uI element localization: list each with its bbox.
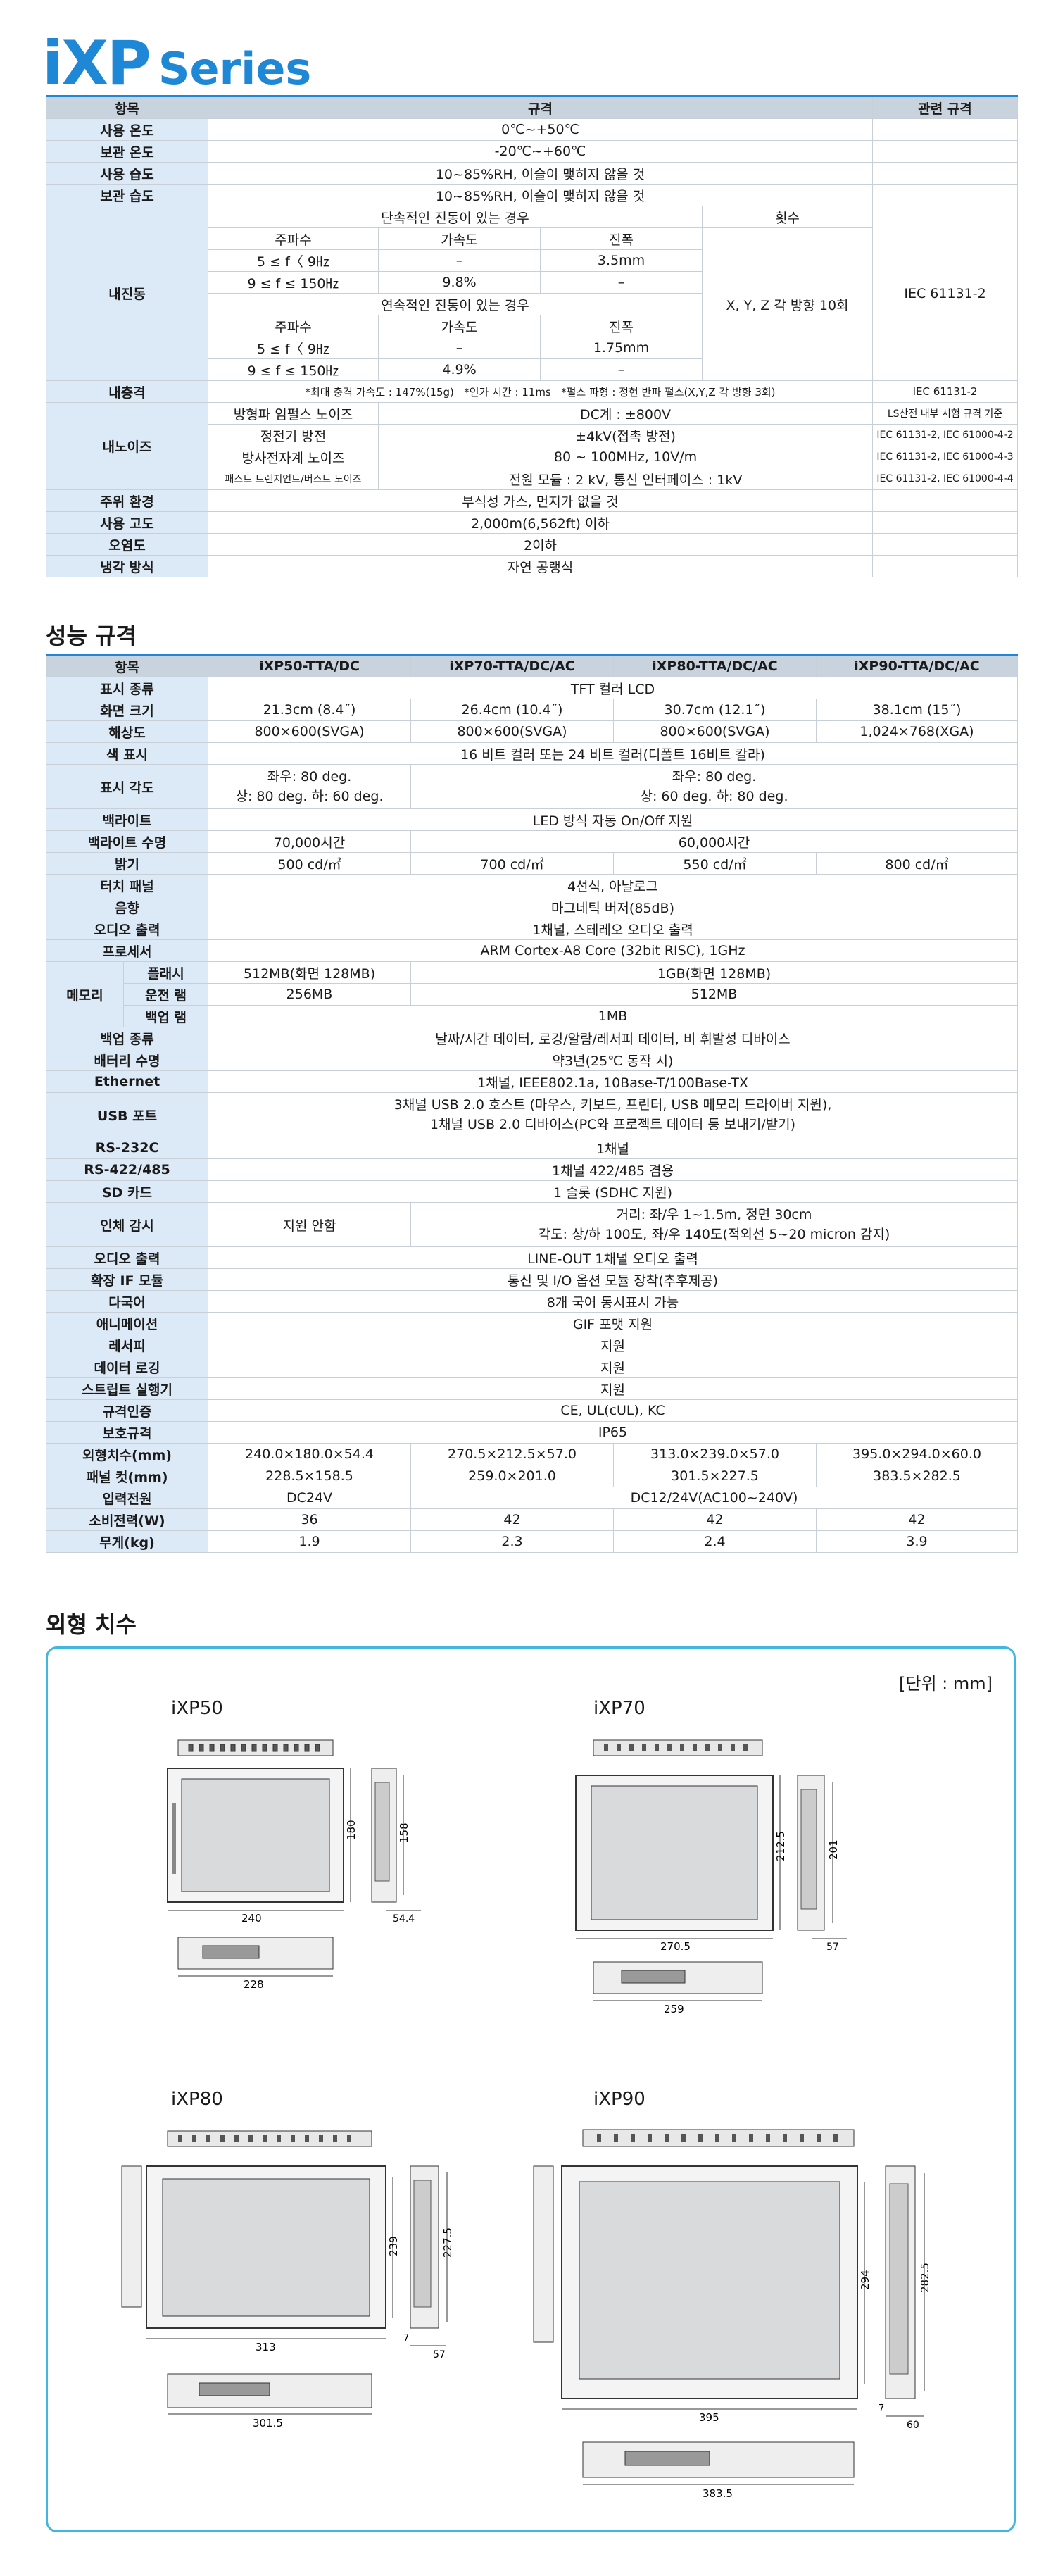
dim-height: 239	[387, 2236, 400, 2256]
dim-depth-height: 201	[827, 1839, 840, 1860]
col-ixp70: iXP70-TTA/DC/AC	[410, 654, 614, 677]
table-row: 표시 각도 좌우: 80 deg.상: 80 deg. 하: 60 deg. 좌…	[46, 764, 1018, 809]
model-label-ixp80: iXP80	[171, 2089, 223, 2110]
col-ixp90: iXP90-TTA/DC/AC	[816, 654, 1018, 677]
drawing-ixp70: 212.5 270.5 201 57 259	[575, 1739, 847, 2015]
table-row: USB 포트 3채널 USB 2.0 호스트 (마우스, 키보드, 프린터, U…	[46, 1092, 1018, 1137]
dim-depth-height: 158	[398, 1822, 410, 1843]
col-ixp50: iXP50-TTA/DC	[208, 654, 411, 677]
unit-label: [단위 : mm]	[899, 1674, 993, 1694]
memory-row: 메모리 플래시 512MB(화면 128MB)1GB(화면 128MB)	[46, 961, 1018, 1027]
dim-cut-width: 301.5	[253, 2417, 283, 2430]
dim-cut-width: 259	[664, 2003, 684, 2015]
dim-depth: 57	[433, 2349, 446, 2361]
dim-depth: 60	[907, 2420, 919, 2431]
vibration-row: 내진동 단속적인 진동이 있는 경우 횟수 IEC 61131-2	[46, 206, 1019, 381]
dim-thickness: 7	[878, 2403, 884, 2414]
dim-width: 240	[241, 1912, 262, 1925]
dim-width: 313	[256, 2341, 276, 2353]
drawing-ixp50: 180 240 158 54.4 228	[167, 1739, 421, 1991]
dim-depth-height: 227.5	[441, 2227, 454, 2258]
drawing-ixp90: 294 395 282.5 7 60 383.5	[533, 2129, 931, 2500]
dim-depth: 57	[826, 1942, 839, 1953]
dimensions-section-title: 외형 치수	[46, 1611, 137, 1638]
shock-row: 내충격 *최대 충격 가속도 : 147%(15g) *인가 시간 : 11ms…	[46, 380, 1019, 403]
dim-width: 270.5	[660, 1940, 691, 1953]
dim-depth-height: 282.5	[919, 2263, 931, 2293]
brand-name: iXP	[42, 28, 151, 99]
col-item: 항목	[46, 96, 208, 119]
model-label-ixp70: iXP70	[593, 1698, 645, 1719]
table-row: 보관 온도-20℃~+60℃	[46, 140, 1019, 163]
performance-spec-table: 항목 iXP50-TTA/DC iXP70-TTA/DC/AC iXP80-TT…	[46, 654, 1018, 1553]
dim-height: 180	[345, 1820, 358, 1840]
dim-height: 294	[859, 2270, 871, 2290]
brand-series: Series	[158, 43, 312, 94]
dim-height: 212.5	[774, 1831, 787, 1861]
noise-row: 내노이즈 방형파 임펄스 노이즈 DC계 : ±800V LS산전 내부 시험 …	[46, 402, 1019, 490]
dim-width: 395	[699, 2411, 719, 2424]
model-label-ixp90: iXP90	[593, 2089, 645, 2110]
performance-section-title: 성능 규격	[46, 623, 137, 649]
dim-cut-width: 228	[244, 1978, 264, 1991]
col-standard: 관련 규격	[872, 96, 1019, 119]
model-label-ixp50: iXP50	[171, 1698, 223, 1719]
col-ixp80: iXP80-TTA/DC/AC	[613, 654, 817, 677]
dim-cut-width: 383.5	[703, 2487, 733, 2500]
dim-depth: 54.4	[393, 1913, 415, 1925]
dim-thickness: 7	[403, 2333, 409, 2344]
dimension-drawings-frame: [단위 : mm] iXP50 180 240 158 54.4 228 iXP…	[46, 1646, 1016, 2532]
col-spec: 규격	[207, 96, 874, 119]
drawing-ixp80: 239 313 227.5 7 57 301.5	[121, 2130, 454, 2430]
